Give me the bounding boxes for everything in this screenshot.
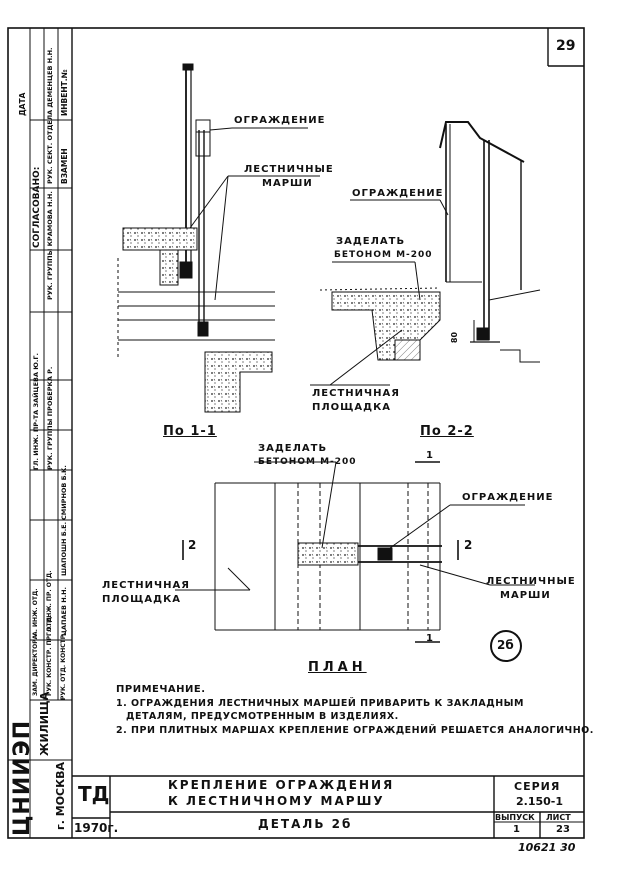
section-2-2 — [310, 121, 541, 386]
label-ograzhdenie-2: ОГРАЖДЕНИЕ — [352, 188, 444, 199]
dimension-80: 80 — [450, 331, 460, 344]
label-ograzhdenie-3: ОГРАЖДЕНИЕ — [462, 492, 554, 503]
section-1-1 — [117, 63, 320, 413]
plan-title: ПЛАН — [308, 660, 367, 675]
stamp-inv-no: ИНВЕНТ.№ — [60, 69, 69, 116]
label-lestnichnye-2: ЛЕСТНИЧНЫЕ — [486, 576, 576, 587]
stamp-row-5: СМИРНОВ Б.К. — [60, 465, 68, 520]
note-2: 2. ПРИ ПЛИТНЫХ МАРШАХ КРЕПЛЕНИЕ ОГРАЖДЕН… — [116, 725, 594, 736]
label-lestnichnaya-1: ЛЕСТНИЧНАЯ — [312, 388, 400, 399]
stamp-row-4: РУК. ГРУППЫ ПРОБЕРКА Р. — [46, 366, 54, 470]
stamp-left-row-4: РУК. ОТД. КОНСТР. — [60, 632, 67, 700]
section-title-2-2: По 2-2 — [420, 424, 474, 439]
org-city: г. МОСКВА — [54, 761, 67, 830]
section-title-1-1: По 1-1 — [163, 424, 217, 439]
stamp-left-row-3: РУК. КОНСТР. ПР. ОТД. — [46, 614, 53, 696]
label-marshi-1: МАРШИ — [262, 178, 313, 189]
list-label: ЛИСТ — [546, 813, 571, 822]
section-mark-1-top: 1 — [426, 450, 434, 461]
title-detail: ДЕТАЛЬ 2б — [258, 817, 353, 831]
label-ploshchadka-1: ПЛОЩАДКА — [312, 402, 391, 413]
detail-mark: 2б — [497, 638, 514, 652]
sheet-frame — [7, 27, 585, 839]
plan-view — [175, 461, 535, 662]
title-line-1: КРЕПЛЕНИЕ ОГРАЖДЕНИЯ — [168, 778, 395, 792]
label-zadelat-2: ЗАДЕЛАТЬ — [258, 443, 328, 454]
stamp-date: ДАТА — [18, 92, 27, 116]
series-value: 2.150-1 — [516, 795, 564, 808]
notes-heading: ПРИМЕЧАНИЕ. — [116, 684, 206, 695]
note-1a: 1. ОГРАЖДЕНИЯ ЛЕСТНИЧНЫХ МАРШЕЙ ПРИВАРИТ… — [116, 698, 524, 709]
title-td: ТД — [78, 782, 110, 806]
label-marshi-2: МАРШИ — [500, 590, 551, 601]
sheet-number: 29 — [556, 38, 576, 54]
label-betonom-1: БЕТОНОМ М-200 — [334, 250, 433, 260]
stamp-left-row-1: ЗАМ. ДИРЕКТОРА — [32, 634, 39, 696]
label-lestnichnye-1: ЛЕСТНИЧНЫЕ — [244, 164, 334, 175]
section-mark-1-bottom: 1 — [426, 633, 434, 644]
list-value: 23 — [556, 824, 570, 835]
stamp-row-3: ГЛ. ИНЖ. ПР-ТА ЗАЙЦЕВА Ю.Г. — [32, 353, 40, 470]
section-mark-2-right: 2 — [464, 538, 473, 552]
stamp-approved: СОГЛАСОВАНО: — [32, 166, 42, 248]
title-year: 1970г. — [74, 821, 119, 835]
org-dept: ЖИЛИЩА — [38, 691, 51, 756]
label-ograzhdenie-1: ОГРАЖДЕНИЕ — [234, 115, 326, 126]
stamp-row-1: РУК. СЕКТ. ОТДЕЛА ДЕМЕНЦЕВ Н.Н. — [46, 47, 54, 184]
stamp-row-6: ШАПОШН Б.Е. — [60, 521, 68, 576]
stamp-row-7: ЦАПАЕВ Н.Н. — [60, 586, 68, 636]
section-mark-2-left: 2 — [188, 538, 197, 552]
stamp-vzamen: ВЗАМЕН — [60, 148, 69, 184]
inventory-number: 10621 30 — [518, 841, 576, 854]
stamp-row-2: РУК. ГРУППЫ КРАМОВА Н.Н. — [46, 191, 54, 300]
note-1b: ДЕТАЛЯМ, ПРЕДУСМОТРЕННЫМ В ИЗДЕЛИЯХ. — [126, 711, 399, 722]
label-ploshchadka-2: ПЛОЩАДКА — [102, 594, 181, 605]
series-label: СЕРИЯ — [514, 780, 561, 793]
label-lestnichnaya-2: ЛЕСТНИЧНАЯ — [102, 580, 190, 591]
label-zadelat-1: ЗАДЕЛАТЬ — [336, 236, 406, 247]
label-betonom-2: БЕТОНОМ М-200 — [258, 457, 357, 467]
title-block-grid — [72, 775, 584, 838]
side-stamp-grid — [8, 28, 73, 838]
stamp-left-row-5: А. ИНЖ. ОТД. — [32, 588, 39, 636]
title-line-2: К ЛЕСТНИЧНОМУ МАРШУ — [168, 794, 385, 808]
vypusk-label: ВЫПУСК — [495, 813, 535, 822]
vypusk-value: 1 — [513, 824, 520, 835]
org-logo: ЦНИИЭП — [10, 719, 35, 836]
